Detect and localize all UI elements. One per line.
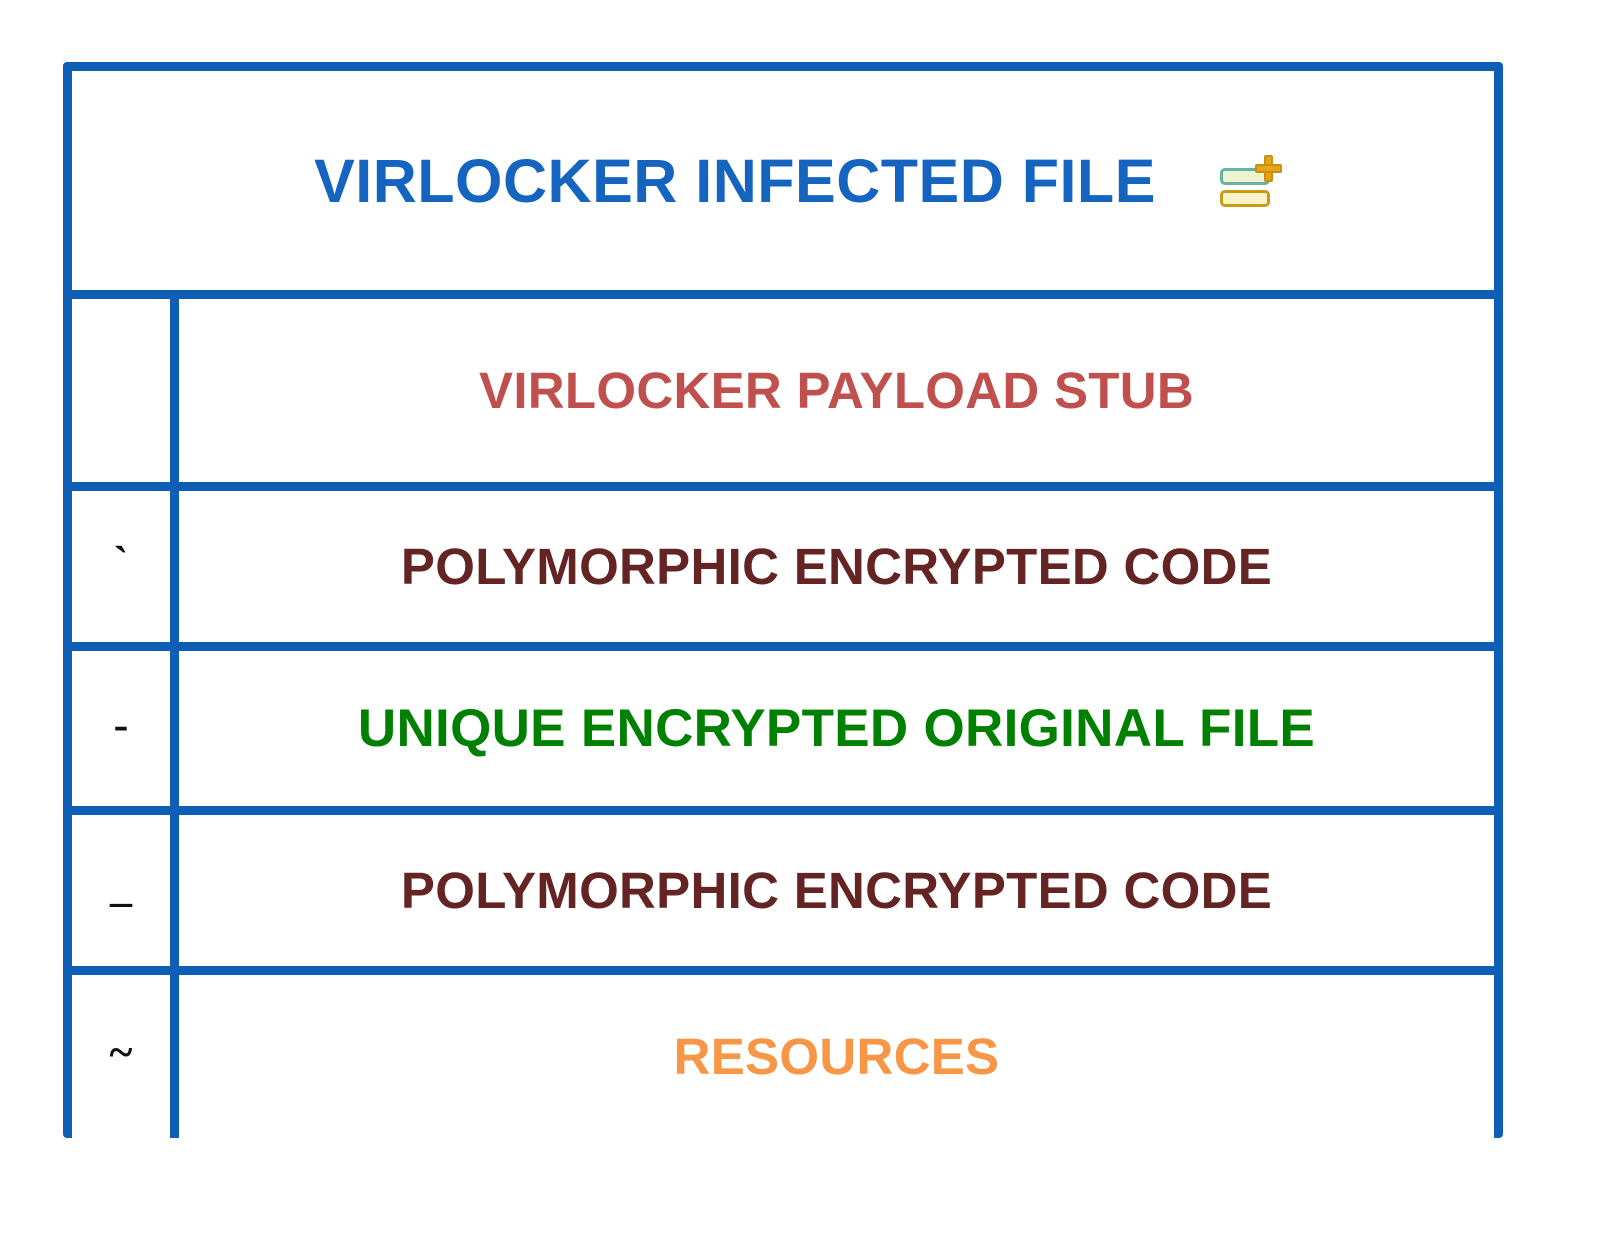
table-header-row: VIRLOCKER INFECTED FILE [72,71,1494,299]
section-label-resources: RESOURCES [673,1028,1000,1085]
row-label-cell: UNIQUE ENCRYPTED ORIGINAL FILE [179,651,1494,806]
table-row: - UNIQUE ENCRYPTED ORIGINAL FILE [72,651,1494,815]
row-marker-cell [72,299,179,482]
row-label-cell: VIRLOCKER PAYLOAD STUB [179,299,1494,482]
table-row: _ POLYMORPHIC ENCRYPTED CODE [72,815,1494,975]
stacked-bars-plus-icon [1218,153,1282,209]
page-title: VIRLOCKER INFECTED FILE [314,146,1156,215]
header-content: VIRLOCKER INFECTED FILE [284,146,1282,216]
row-marker: ~ [109,1027,133,1077]
row-marker-cell: - [72,651,179,806]
plus-badge-icon [1254,154,1282,182]
row-marker: ` [113,537,129,587]
section-label-virlocker-payload-stub: VIRLOCKER PAYLOAD STUB [479,362,1194,419]
table-row: ~ RESOURCES [72,975,1494,1138]
row-label-cell: RESOURCES [179,975,1494,1138]
row-marker: - [113,699,129,749]
section-label-polymorphic-encrypted-code-upper: POLYMORPHIC ENCRYPTED CODE [400,538,1273,595]
virlocker-file-structure-table: VIRLOCKER INFECTED FILE VIRLOCKER PAYLOA… [63,62,1503,1138]
row-marker-cell: ~ [72,975,179,1138]
row-label-cell: POLYMORPHIC ENCRYPTED CODE [179,491,1494,642]
row-marker-cell: _ [72,815,179,966]
stacked-bar-bottom [1219,189,1270,207]
row-label-cell: POLYMORPHIC ENCRYPTED CODE [179,815,1494,966]
row-marker-cell: ` [72,491,179,642]
table-row: ` POLYMORPHIC ENCRYPTED CODE [72,491,1494,651]
table-row: VIRLOCKER PAYLOAD STUB [72,299,1494,491]
row-marker: _ [110,861,132,911]
section-label-unique-encrypted-original-file: UNIQUE ENCRYPTED ORIGINAL FILE [357,699,1316,758]
section-label-polymorphic-encrypted-code-lower: POLYMORPHIC ENCRYPTED CODE [400,862,1273,919]
